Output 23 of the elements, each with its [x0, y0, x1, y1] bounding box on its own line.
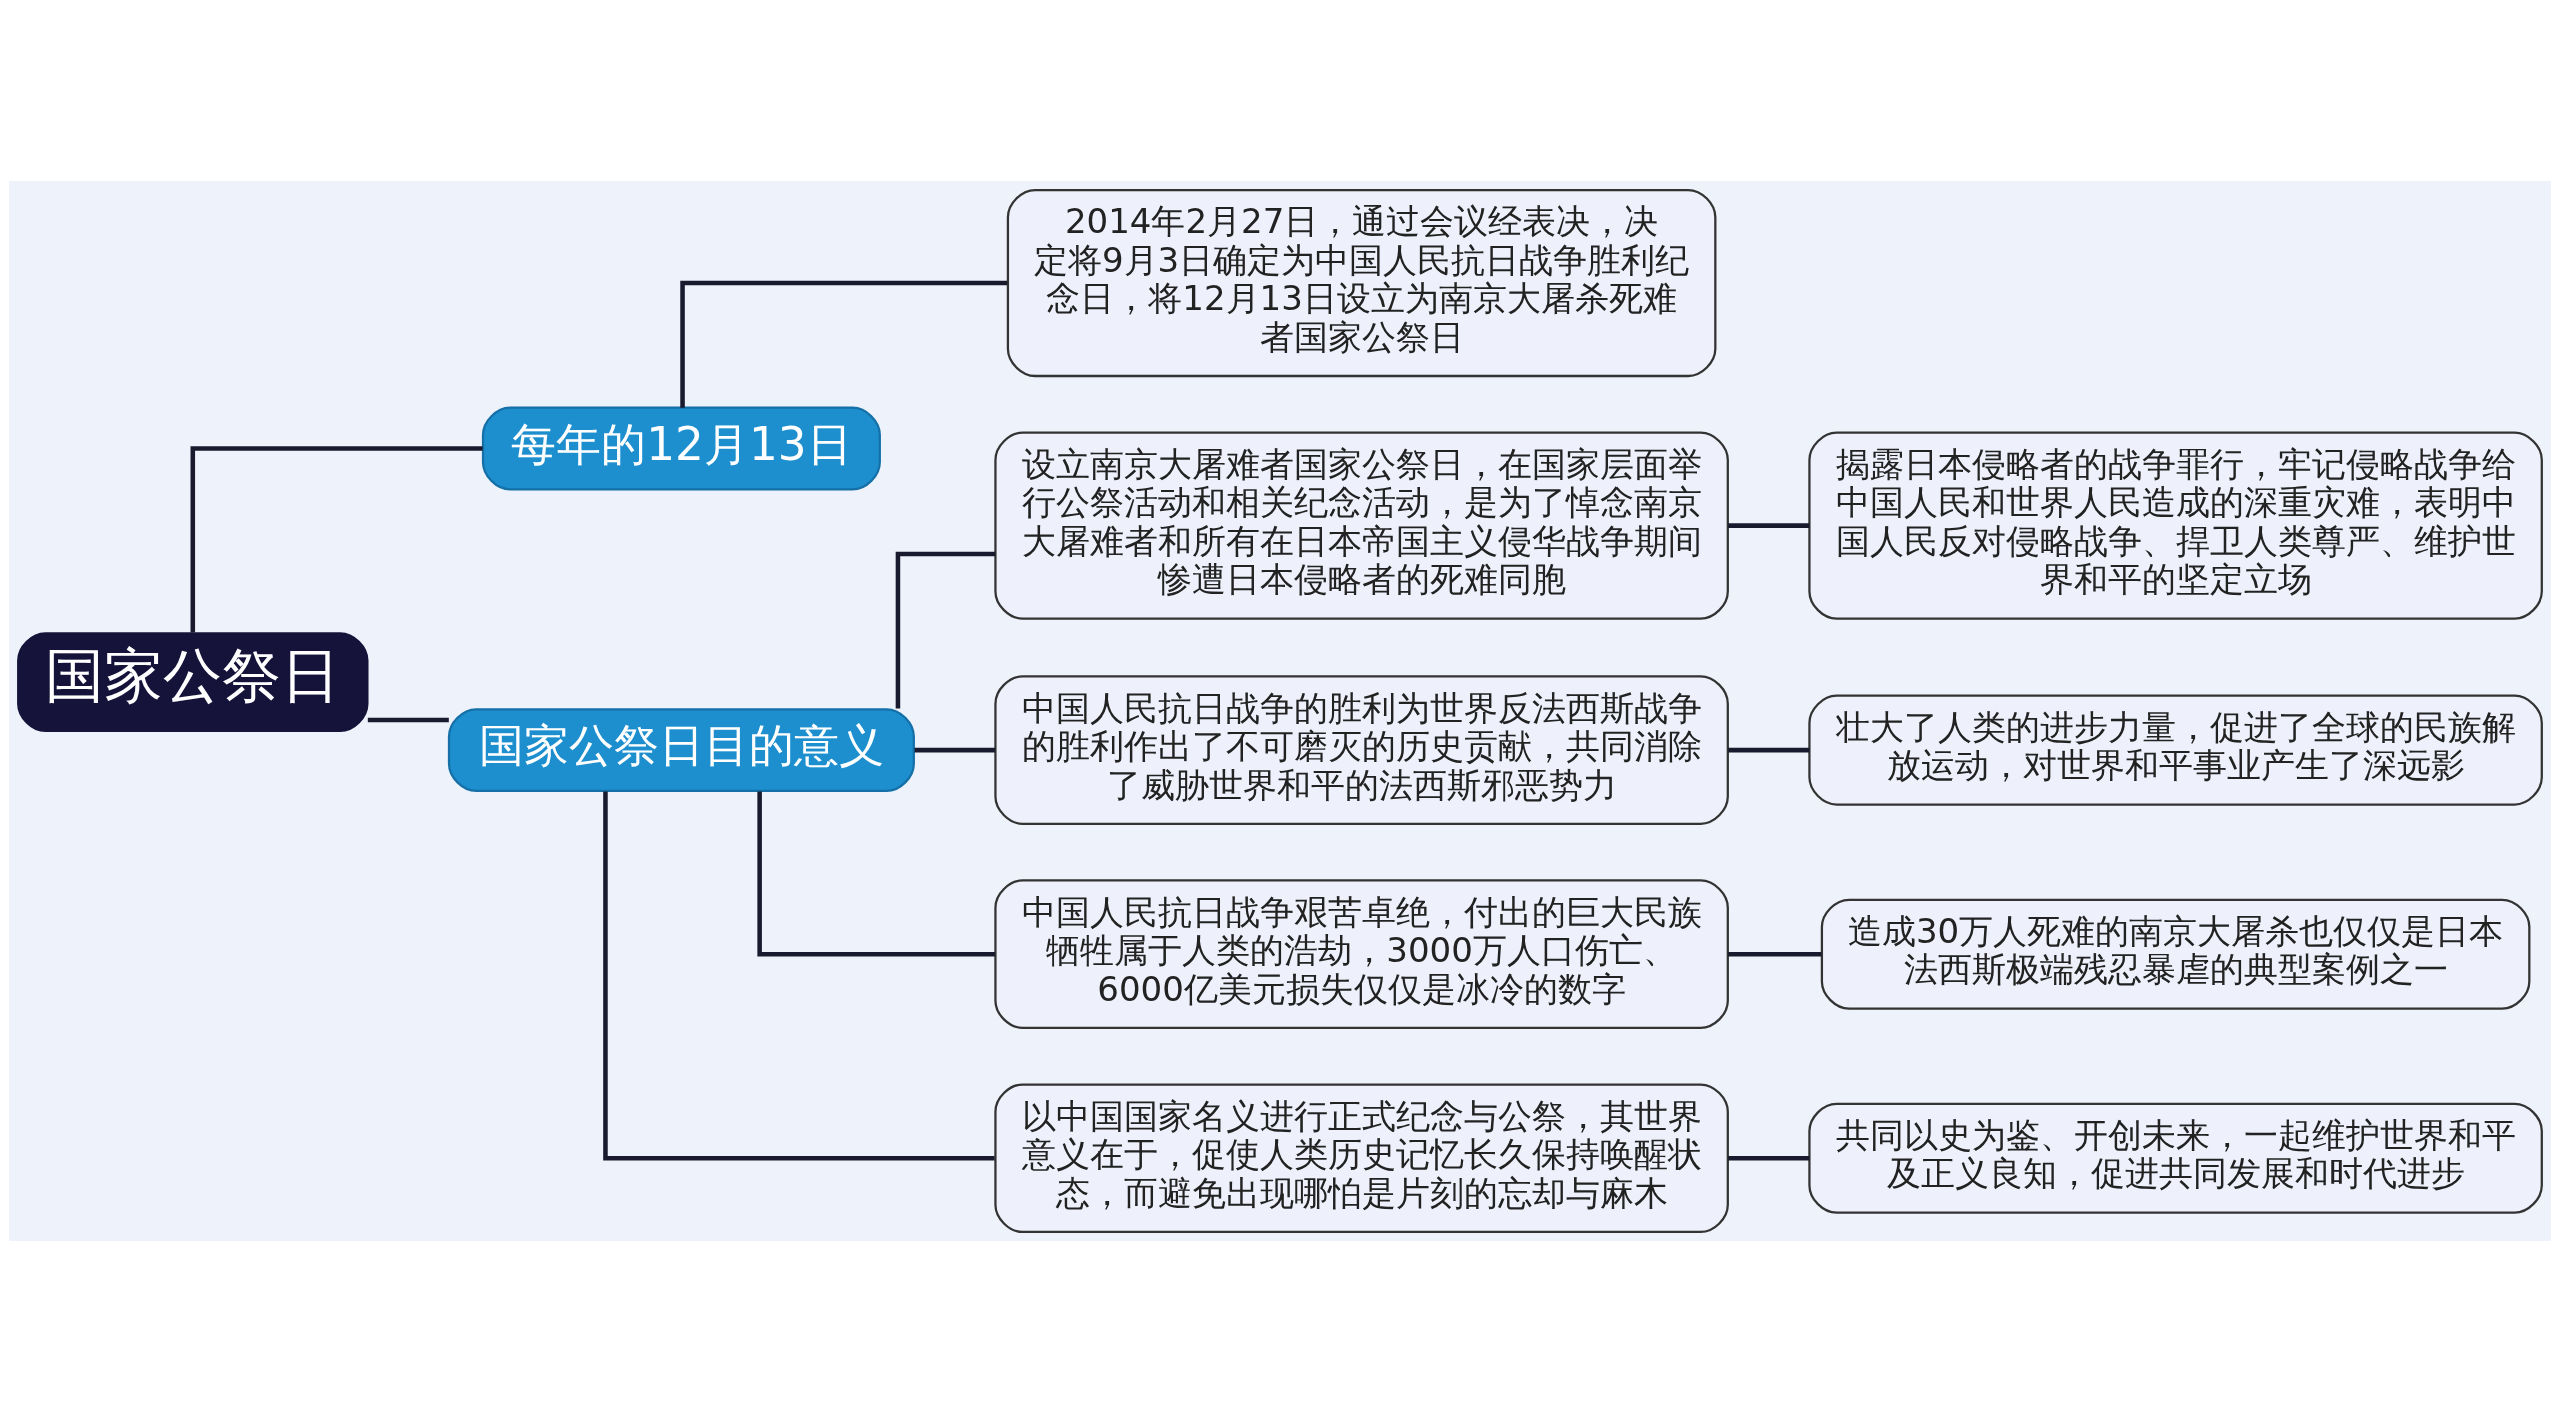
node-box: 中国人民抗日战争艰苦卓绝，付出的巨大民族牺牲属于人类的浩劫，3000万人口伤亡、6000亿美元损失仅仅是冰冷的数字 [994, 878, 1729, 1029]
node-box: 国家公祭日目的意义 [447, 707, 915, 792]
node-box: 国家公祭日 [17, 631, 369, 732]
connector [757, 790, 995, 956]
node-box: 设立南京大屠难者国家公祭日，在国家层面举行公祭活动和相关纪念活动，是为了悼念南京大屠难者和所有在日本帝国主义侵华战争期间惨遭日本侵略者的死难同胞 [994, 431, 1729, 620]
node-box: 每年的12月13日 [481, 406, 881, 490]
node-box: 以中国国家名义进行正式纪念与公祭，其世界意义在于，促使人类历史记忆长久保持唤醒状态，而避免出现哪怕是片刻的忘却与麻木 [994, 1082, 1729, 1233]
connector [895, 551, 996, 709]
connector [603, 791, 995, 1160]
node-box: 揭露日本侵略者的战争罪行，牢记侵略战争给中国人民和世界人民造成的深重灾难，表明中国人民反对侵略战争、捍卫人类尊严、维护世界和平的坚定立场 [1808, 431, 2543, 620]
connector [914, 747, 996, 752]
connector [190, 445, 483, 633]
connector [1728, 522, 1810, 528]
node-box: 壮大了人类的进步力量，促进了全球的民族解放运动，对世界和平事业产生了深远影 [1808, 694, 2543, 806]
connector [1728, 1155, 1810, 1160]
connector [1728, 747, 1810, 752]
node-box: 中国人民抗日战争的胜利为世界反法西斯战争的胜利作出了不可磨灭的历史贡献，共同消除了威胁世界和平的法西斯邪恶势力 [994, 674, 1729, 825]
connector [367, 717, 449, 722]
node-box: 共同以史为鉴、开创未来，一起维护世界和平及正义良知，促进共同发展和时代进步 [1808, 1102, 2543, 1214]
connector [1728, 951, 1822, 956]
node-box: 造成30万人死难的南京大屠杀也仅仅是日本法西斯极端残忍暴虐的典型案例之一 [1820, 898, 2531, 1010]
connector [680, 280, 1008, 408]
node-box: 2014年2月27日，通过会议经表决，决定将9月3日确定为中国人民抗日战争胜利纪念日，将12月13日设立为南京大屠杀死难者国家公祭日 [1006, 188, 1717, 377]
